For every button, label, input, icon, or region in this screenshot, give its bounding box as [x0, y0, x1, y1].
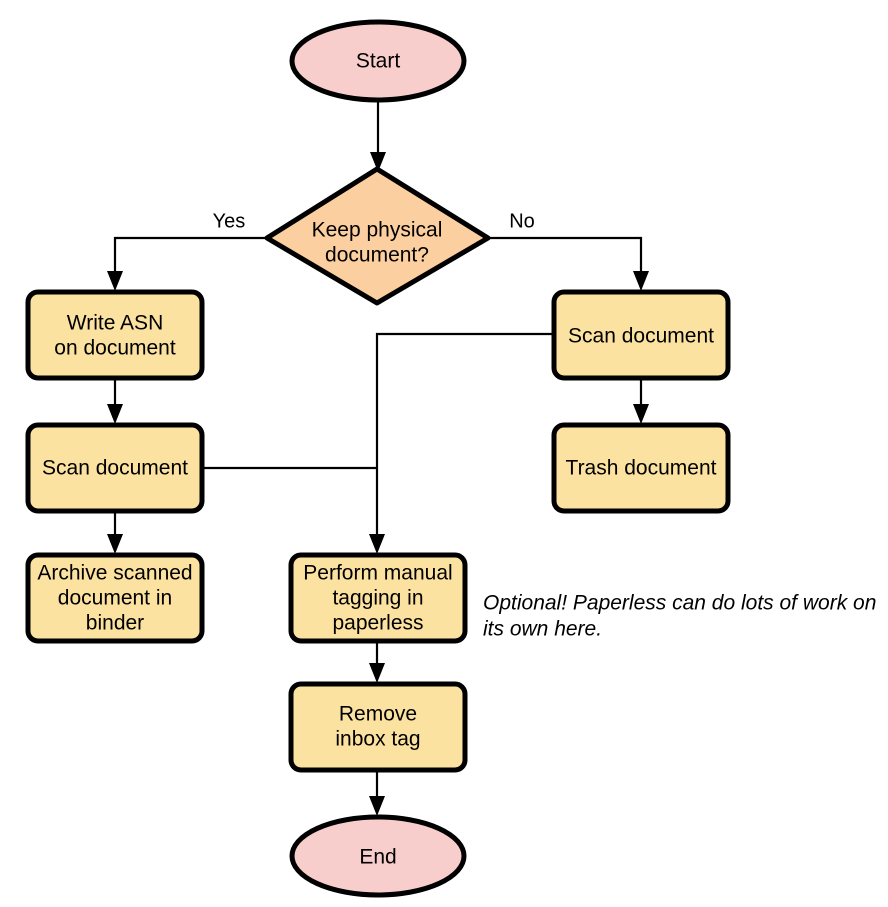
decision-label-line-1: Keep physical: [312, 219, 443, 242]
edge-label-no: No: [509, 210, 535, 232]
arrow-head-icon: [369, 663, 385, 683]
edge-decision-to-write-asn: [107, 236, 265, 291]
node-trash-document[interactable]: Trash document: [551, 422, 731, 514]
remove-inbox-tag-label-line-1: Remove: [339, 703, 417, 726]
edge-scan-left-to-archive: [107, 513, 123, 554]
edge-scan-right-to-trash: [633, 380, 649, 424]
arrow-head-icon: [633, 271, 649, 291]
arrow-head-icon: [107, 404, 123, 424]
annotation-optional-note: Optional! Paperless can do lots of work …: [483, 592, 876, 641]
edge-decision-to-scan-right: [490, 236, 649, 291]
archive-label-line-3: binder: [86, 612, 144, 635]
scan-document-right-label: Scan document: [568, 325, 714, 348]
node-start[interactable]: Start: [289, 19, 467, 103]
remove-inbox-tag-label-line-2: inbox tag: [335, 728, 420, 751]
arrow-head-icon: [633, 404, 649, 424]
arrow-head-icon: [370, 152, 386, 172]
start-ellipse-shape: [289, 19, 467, 103]
trash-document-label: Trash document: [566, 457, 717, 480]
write-asn-label-line-1: Write ASN: [67, 312, 163, 335]
edge-manual-tagging-to-remove-inbox-tag: [369, 643, 385, 683]
archive-box-shape: [25, 552, 205, 644]
arrow-head-icon: [107, 271, 123, 291]
edge-write-asn-to-scan-left: [107, 380, 123, 424]
end-label: End: [359, 846, 396, 869]
scan-document-left-label: Scan document: [42, 457, 188, 480]
node-scan-document-left[interactable]: Scan document: [25, 422, 205, 514]
optional-note-line-2: its own here.: [483, 618, 602, 641]
node-decision-keep-physical-document[interactable]: Keep physical document?: [264, 166, 491, 306]
node-end[interactable]: End: [289, 814, 467, 898]
node-perform-manual-tagging[interactable]: Perform manual tagging in paperless: [288, 552, 468, 644]
archive-label-line-1: Archive scanned: [37, 562, 192, 585]
scan-document-right-box-shape: [551, 289, 731, 381]
manual-tagging-label-line-1: Perform manual: [303, 562, 452, 585]
edge-start-to-decision: [370, 102, 386, 172]
write-asn-label-line-2: on document: [54, 337, 176, 360]
arrow-head-icon: [369, 796, 385, 816]
scan-document-left-box-shape: [25, 422, 205, 514]
manual-tagging-label-line-3: paperless: [332, 612, 423, 635]
arrow-head-icon: [107, 534, 123, 554]
decision-label-line-2: document?: [325, 244, 429, 267]
optional-note-line-1: Optional! Paperless can do lots of work …: [483, 592, 876, 615]
remove-inbox-tag-box-shape: [288, 681, 468, 773]
edge-label-yes: Yes: [213, 210, 246, 232]
decision-diamond-shape: [264, 166, 491, 306]
manual-tagging-box-shape: [288, 552, 468, 644]
trash-document-box-shape: [551, 422, 731, 514]
node-scan-document-right[interactable]: Scan document: [551, 289, 731, 381]
start-label: Start: [356, 50, 401, 73]
end-ellipse-shape: [289, 814, 467, 898]
node-archive-scanned-document[interactable]: Archive scanned document in binder: [25, 552, 205, 644]
node-remove-inbox-tag[interactable]: Remove inbox tag: [288, 681, 468, 773]
archive-label-line-2: document in: [58, 587, 172, 610]
node-write-asn-on-document[interactable]: Write ASN on document: [25, 289, 205, 381]
write-asn-box-shape: [25, 289, 205, 381]
edge-remove-inbox-tag-to-end: [369, 772, 385, 816]
manual-tagging-label-line-2: tagging in: [332, 587, 423, 610]
edge-scan-right-to-manual-tagging: [369, 332, 552, 554]
arrow-head-icon: [369, 534, 385, 554]
